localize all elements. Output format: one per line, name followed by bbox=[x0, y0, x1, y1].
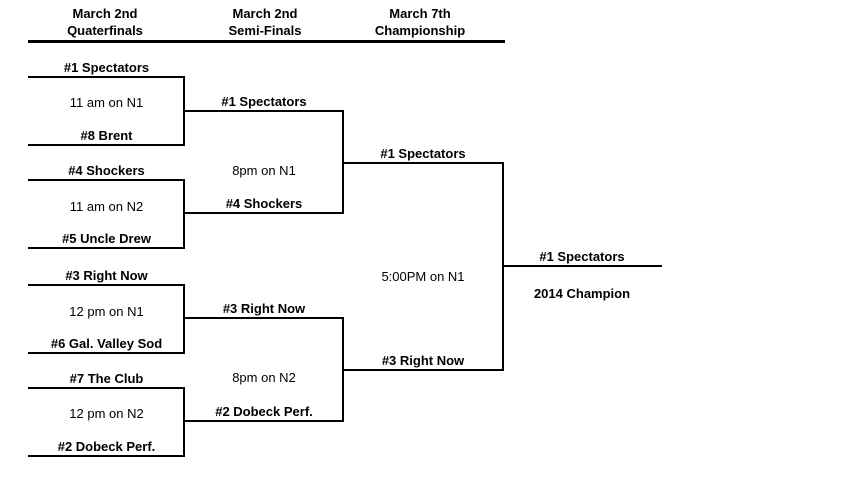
sf2-bottom-line bbox=[184, 420, 344, 422]
header-rule bbox=[28, 40, 505, 43]
header-semifinals: March 2nd Semi-Finals bbox=[185, 5, 345, 39]
qf4-bottom-team-label: #2 Dobeck Perf. bbox=[57, 439, 156, 454]
sf2-top-line bbox=[184, 317, 344, 319]
qf4-top-team-label: #7 The Club bbox=[69, 371, 144, 386]
qf2-top-line bbox=[28, 179, 185, 181]
header-quarterfinals-date: March 2nd bbox=[72, 6, 138, 21]
sf1-top-team-label: #1 Spectators bbox=[221, 94, 307, 109]
qf2-bottom-team-label: #5 Uncle Drew bbox=[62, 231, 151, 246]
winner-line bbox=[502, 265, 662, 267]
winner-team-label: #1 Spectators bbox=[539, 249, 625, 264]
qf3-top-team-label: #3 Right Now bbox=[65, 268, 148, 283]
qf2-join-line bbox=[183, 179, 185, 249]
sf1-bottom-line bbox=[184, 212, 344, 214]
qf4-join-line bbox=[183, 387, 185, 457]
qf2-time-label: 11 am on N2 bbox=[69, 199, 144, 214]
header-semifinals-round: Semi-Finals bbox=[228, 23, 302, 38]
qf2-bottom-line bbox=[28, 247, 185, 249]
qf3-bottom-team-label: #6 Gal. Valley Sod bbox=[50, 336, 163, 351]
championship-bottom-line bbox=[342, 369, 504, 371]
qf1-bottom-team-label: #8 Brent bbox=[80, 128, 133, 143]
header-quarterfinals-round: Quaterfinals bbox=[67, 23, 143, 38]
sf2-bottom-team-label: #2 Dobeck Perf. bbox=[215, 404, 313, 419]
header-championship-date: March 7th bbox=[389, 6, 451, 21]
qf1-top-line bbox=[28, 76, 185, 78]
qf3-top-line bbox=[28, 284, 185, 286]
qf1-time-label: 11 am on N1 bbox=[69, 95, 144, 110]
qf1-bottom-line bbox=[28, 144, 185, 146]
sf1-time-label: 8pm on N1 bbox=[232, 163, 296, 178]
qf4-time-label: 12 pm on N2 bbox=[69, 406, 144, 421]
qf3-bottom-line bbox=[28, 352, 185, 354]
header-championship-round: Championship bbox=[374, 23, 466, 38]
championship-top-line bbox=[342, 162, 504, 164]
header-semifinals-date: March 2nd bbox=[232, 6, 298, 21]
qf3-time-label: 12 pm on N1 bbox=[69, 304, 144, 319]
championship-time-label: 5:00PM on N1 bbox=[381, 269, 465, 284]
sf1-top-line bbox=[184, 110, 344, 112]
qf1-top-team-label: #1 Spectators bbox=[63, 60, 150, 75]
qf2-top-team-label: #4 Shockers bbox=[68, 163, 145, 178]
sf2-time-label: 8pm on N2 bbox=[232, 370, 296, 385]
qf4-bottom-line bbox=[28, 455, 185, 457]
header-quarterfinals: March 2nd Quaterfinals bbox=[25, 5, 185, 39]
championship-bottom-team-label: #3 Right Now bbox=[381, 353, 465, 368]
header-championship: March 7th Championship bbox=[340, 5, 500, 39]
qf4-top-line bbox=[28, 387, 185, 389]
sf1-bottom-team-label: #4 Shockers bbox=[225, 196, 303, 211]
sf2-top-team-label: #3 Right Now bbox=[222, 301, 306, 316]
champion-title-label: 2014 Champion bbox=[533, 286, 631, 301]
qf3-join-line bbox=[183, 284, 185, 354]
championship-top-team-label: #1 Spectators bbox=[380, 146, 466, 161]
